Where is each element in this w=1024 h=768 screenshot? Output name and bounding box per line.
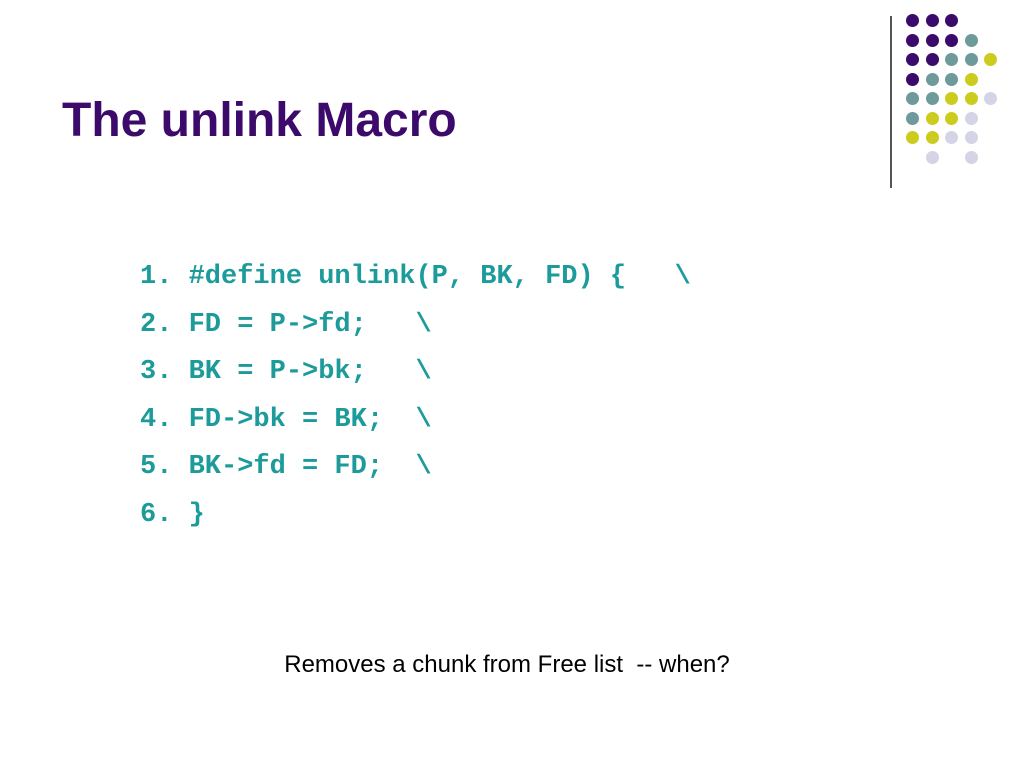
decorative-dot [925, 14, 939, 27]
decorative-dot [945, 111, 958, 125]
decorative-dot [925, 131, 939, 144]
decorative-dot [964, 111, 978, 125]
decorative-dot [964, 131, 978, 144]
decorative-dot [964, 150, 978, 164]
code-line-1: 1. #define unlink(P, BK, FD) { \ [140, 262, 691, 292]
decorative-dot [945, 72, 958, 86]
decorative-dot [964, 33, 978, 47]
code-line-2: 2. FD = P->fd; \ [140, 309, 432, 340]
code-line-6: 6. } [140, 499, 205, 530]
slide-caption: Removes a chunk from Free list -- when? [284, 651, 730, 678]
decorative-dot [945, 53, 958, 66]
decorative-dot [984, 92, 997, 105]
code-line-5: 5. BK->fd = FD; \ [140, 452, 432, 482]
decorative-dot [945, 14, 958, 27]
decorative-dot [964, 92, 978, 105]
decorative-dot [925, 72, 939, 86]
decorative-dot [925, 111, 939, 125]
decorative-dot [925, 92, 939, 105]
decorative-dot [906, 33, 919, 47]
decorative-dot [945, 131, 958, 144]
decorative-dot [906, 131, 919, 144]
decorative-dot [964, 53, 978, 66]
decorative-dot [925, 53, 939, 66]
decorative-dot [964, 72, 978, 86]
decorative-dot [906, 14, 919, 27]
decorative-dot [945, 92, 958, 105]
code-line-4: 4. FD->bk = BK; \ [140, 404, 432, 435]
code-block: 1. #define unlink(P, BK, FD) { \ 2. FD =… [140, 254, 691, 539]
title-divider [890, 16, 892, 188]
decorative-dot [906, 72, 919, 86]
slide-title: The unlink Macro [62, 94, 457, 147]
code-line-3: 3. BK = P->bk; \ [140, 357, 432, 387]
decorative-dot-grid [906, 14, 1006, 166]
decorative-dot [925, 33, 939, 47]
decorative-dot [906, 53, 919, 66]
decorative-dot [925, 150, 939, 164]
decorative-dot [984, 53, 997, 66]
decorative-dot [945, 33, 958, 47]
decorative-dot [906, 111, 919, 125]
decorative-dot [906, 92, 919, 105]
